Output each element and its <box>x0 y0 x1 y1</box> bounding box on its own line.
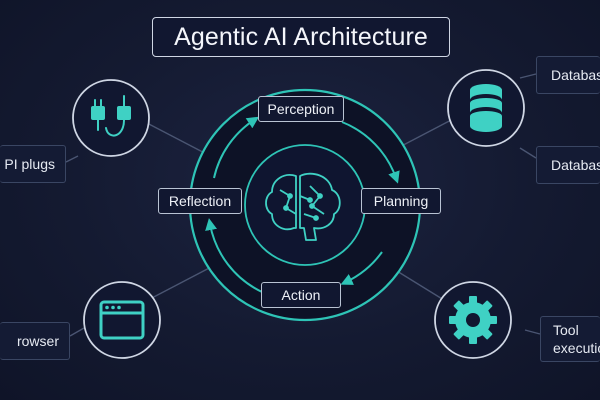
cycle-arrows <box>205 116 400 293</box>
connector-db-top-label <box>519 73 537 79</box>
plug-node <box>72 79 150 157</box>
plug-icon <box>91 95 131 137</box>
arrow-reflection-to-perception <box>213 116 260 179</box>
connector-browser <box>147 264 216 301</box>
database-top-label: Databas <box>536 56 600 94</box>
browser-node <box>83 281 161 359</box>
browser-label: rowser <box>0 322 70 360</box>
connector-browser-label <box>69 327 85 337</box>
api-plugs-label: PI plugs <box>0 145 66 183</box>
tool-execution-label: Tool executio <box>540 316 600 362</box>
database-icon <box>470 84 502 132</box>
connector-tool-label <box>524 329 541 335</box>
arrow-planning-to-action <box>340 251 383 285</box>
arrow-action-to-reflection <box>205 218 263 293</box>
database-bottom-label: Databas <box>536 146 600 184</box>
arrow-perception-to-planning <box>341 121 400 184</box>
stage-reflection: Reflection <box>158 188 242 214</box>
stage-action: Action <box>261 282 341 308</box>
inner-ring <box>244 144 366 266</box>
brain-icon <box>265 172 341 241</box>
gear-icon <box>449 296 497 344</box>
stage-perception: Perception <box>258 96 344 122</box>
tool-label-line2: executio <box>553 340 600 356</box>
diagram-title: Agentic AI Architecture <box>152 17 450 57</box>
stage-planning: Planning <box>361 188 441 214</box>
tool-label-line1: Tool <box>553 322 579 338</box>
browser-window-icon <box>99 300 145 340</box>
connector-plug-label <box>65 155 79 163</box>
connector-db-bottom-label <box>519 147 537 159</box>
